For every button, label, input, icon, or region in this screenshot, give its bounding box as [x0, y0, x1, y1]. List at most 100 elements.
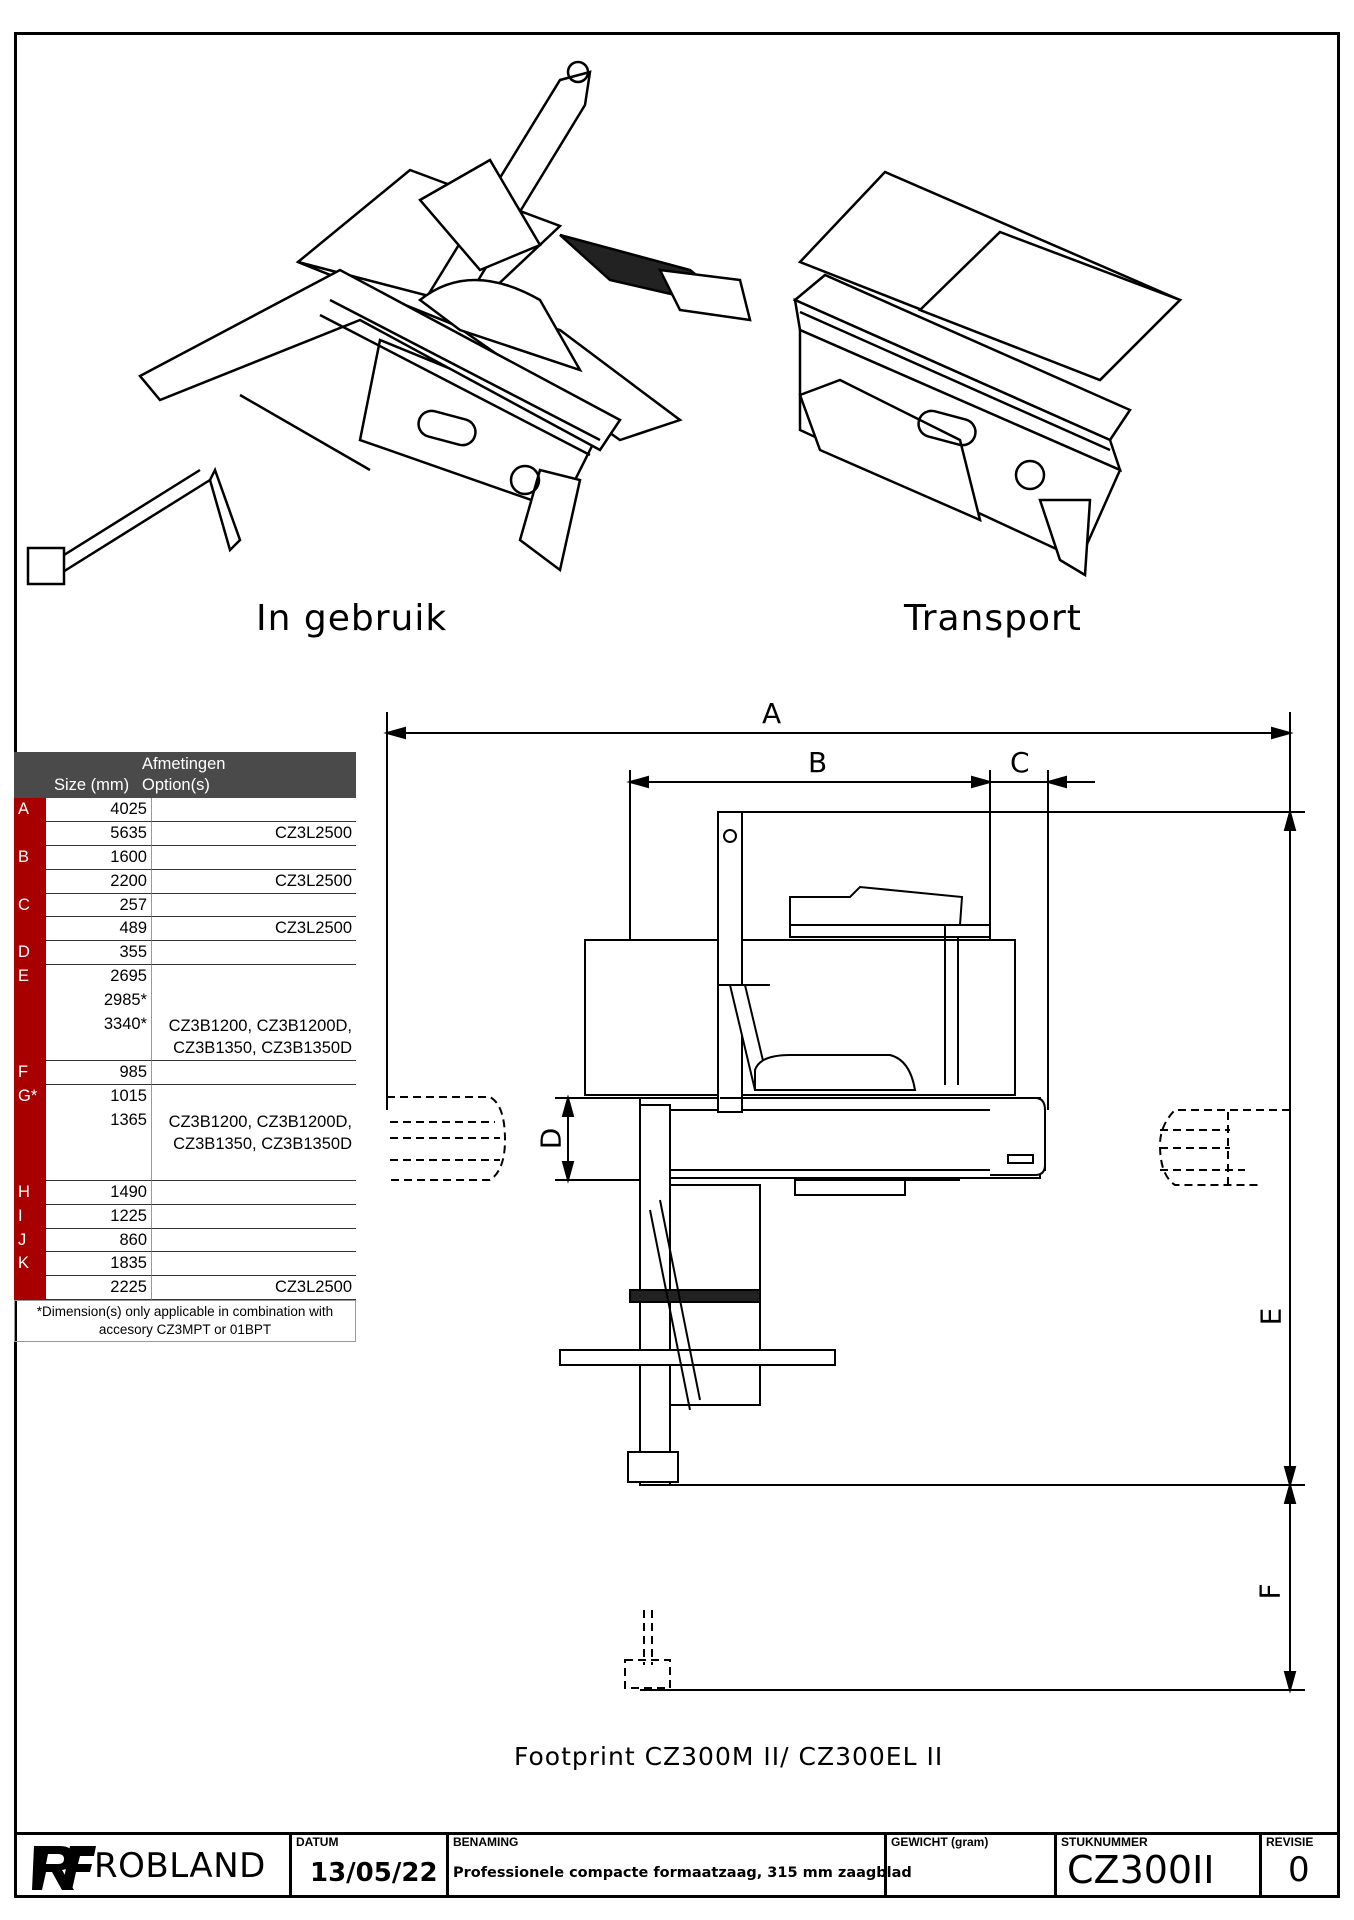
- row-option: CZ3B1200, CZ3B1200D, CZ3B1350, CZ3B1350D: [152, 1013, 356, 1062]
- dim-letter-c: C: [1010, 746, 1030, 779]
- row-code: [14, 821, 46, 846]
- revisie-cell: REVISIE 0: [1259, 1832, 1340, 1898]
- table-row: 3340*CZ3B1200, CZ3B1200D, CZ3B1350, CZ3B…: [14, 1013, 356, 1062]
- row-size: 2200: [46, 869, 152, 894]
- dim-letter-e: E: [1254, 1307, 1288, 1326]
- row-code: [14, 1276, 46, 1301]
- row-size: 1490: [46, 1180, 152, 1205]
- row-option: [152, 1205, 356, 1229]
- row-code: J: [14, 1228, 46, 1253]
- row-size: 4025: [46, 798, 152, 822]
- dim-letter-d: D: [534, 1127, 568, 1150]
- row-code: E: [14, 965, 46, 990]
- row-code: [14, 1108, 46, 1181]
- row-code: I: [14, 1204, 46, 1229]
- footprint-plan: [383, 712, 1305, 1694]
- stuknummer-label: STUKNUMMER: [1061, 1835, 1148, 1849]
- row-option: [152, 965, 356, 989]
- gewicht-cell: GEWICHT (gram): [884, 1832, 1054, 1898]
- row-option: [152, 1085, 356, 1109]
- row-option: [152, 1229, 356, 1253]
- revisie-value: 0: [1288, 1850, 1310, 1890]
- row-code: C: [14, 893, 46, 918]
- caption-transport: Transport: [904, 598, 1082, 639]
- in-use-isometric: [26, 60, 752, 586]
- row-code: A: [14, 798, 46, 822]
- robland-logo-icon: [32, 1846, 96, 1890]
- row-code: [14, 989, 46, 1014]
- col-size-header: Size (mm): [54, 776, 130, 794]
- row-option: [152, 798, 356, 822]
- row-size: 860: [46, 1228, 152, 1253]
- row-code: [14, 917, 46, 942]
- row-option: CZ3L2500: [152, 822, 356, 846]
- footnote-line-2: accesory CZ3MPT or 01BPT: [98, 1322, 272, 1338]
- row-size: 1015: [46, 1084, 152, 1109]
- row-option: CZ3B1200, CZ3B1200D, CZ3B1350, CZ3B1350D: [152, 1109, 356, 1181]
- benaming-label: BENAMING: [453, 1835, 519, 1849]
- row-option: [152, 1181, 356, 1205]
- row-option: [152, 989, 356, 1013]
- row-code: H: [14, 1180, 46, 1205]
- row-code: B: [14, 845, 46, 870]
- row-size: 1835: [46, 1252, 152, 1277]
- row-size: 2695: [46, 965, 152, 990]
- title-block: [14, 1832, 1340, 1901]
- row-code: K: [14, 1252, 46, 1277]
- datum-label: DATUM: [296, 1835, 339, 1849]
- table-row: 2985*: [14, 989, 356, 1014]
- stuknummer-cell: STUKNUMMER CZ300II: [1054, 1832, 1259, 1898]
- row-option: [152, 894, 356, 918]
- benaming-value: Professionele compacte formaatzaag, 315 …: [453, 1865, 912, 1881]
- stuknummer-value: CZ300II: [1067, 1848, 1215, 1892]
- datum-cell: DATUM 13/05/22: [289, 1832, 446, 1898]
- row-option: CZ3L2500: [152, 917, 356, 942]
- row-code: [14, 869, 46, 894]
- caption-in-use: In gebruik: [256, 598, 448, 639]
- row-size: 257: [46, 893, 152, 918]
- row-code: G*: [14, 1084, 46, 1109]
- row-code: F: [14, 1061, 46, 1085]
- gewicht-label: GEWICHT (gram): [891, 1835, 989, 1849]
- dim-letter-a: A: [762, 697, 782, 730]
- row-size: 985: [46, 1061, 152, 1085]
- row-option: [152, 846, 356, 870]
- brand-name: ROBLAND: [94, 1846, 266, 1886]
- table-footnote: *Dimension(s) only applicable in combina…: [14, 1300, 356, 1343]
- transport-isometric: [792, 170, 1183, 578]
- row-option: [152, 1252, 356, 1277]
- datum-value: 13/05/22: [310, 1858, 438, 1888]
- row-code: [14, 1013, 46, 1062]
- row-size: 489: [46, 917, 152, 942]
- row-size: 1600: [46, 845, 152, 870]
- row-size: 355: [46, 941, 152, 966]
- table-header: Afmetingen Size (mm) Option(s): [14, 752, 356, 798]
- row-size: 3340*: [46, 1013, 152, 1062]
- row-size: 2225: [46, 1276, 152, 1301]
- table-row: G*1015: [14, 1084, 356, 1109]
- col-option-header: Option(s): [142, 776, 210, 794]
- row-size: 1225: [46, 1204, 152, 1229]
- row-size: 5635: [46, 821, 152, 846]
- dim-letter-b: B: [808, 746, 828, 779]
- footprint-title: Footprint CZ300M II/ CZ300EL II: [514, 1742, 944, 1771]
- revisie-label: REVISIE: [1266, 1835, 1314, 1849]
- row-option: [152, 941, 356, 966]
- row-size: 2985*: [46, 989, 152, 1014]
- row-option: CZ3L2500: [152, 1276, 356, 1301]
- dim-letter-f: F: [1253, 1583, 1287, 1600]
